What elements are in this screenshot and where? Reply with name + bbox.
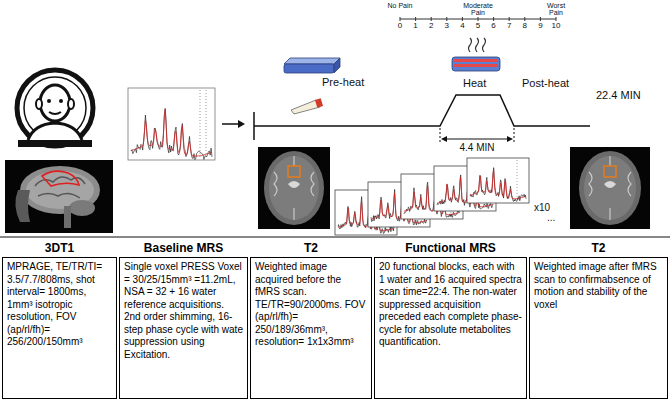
- t2-axial-before: [258, 147, 330, 229]
- divider-line: [0, 236, 670, 237]
- t2-axial-after: [570, 147, 650, 229]
- scale-number: 2: [423, 22, 439, 30]
- column-body: MPRAGE, TE/TR/TI= 3.5/7.7/808ms, shot in…: [2, 257, 117, 399]
- scale-anchor: Moderate Pain: [457, 2, 499, 17]
- duration-label: 22.4 MIN: [596, 90, 641, 102]
- spectrum-frame: [467, 158, 529, 203]
- ellipsis: ...: [547, 213, 555, 224]
- column-heading: Functional MRS: [374, 240, 527, 256]
- cream-tube: [291, 98, 323, 114]
- scale-number: 5: [470, 22, 486, 30]
- pain-scale: [400, 17, 556, 21]
- heat-timeline: [254, 95, 590, 142]
- spectrum-fit: [131, 109, 212, 156]
- sagittal-mri: [5, 160, 113, 233]
- column-body: Weighted image acquired before the fMRS …: [250, 257, 372, 399]
- phase-label: Heat: [463, 78, 486, 90]
- column-heading: Baseline MRS: [119, 240, 248, 256]
- scanner-icon: [17, 70, 93, 147]
- spectrum-trace: [470, 168, 526, 202]
- scale-number: 9: [532, 22, 548, 30]
- column-body: Single voxel PRESS Voxel = 30/25/15mm³ =…: [119, 257, 248, 399]
- protocol-column: T2Weighted image acquired before the fMR…: [250, 240, 372, 399]
- cold-pad: [284, 58, 340, 73]
- column-heading: T2: [250, 240, 372, 256]
- scale-number: 8: [517, 22, 533, 30]
- spectrum-fit: [470, 169, 526, 198]
- column-heading: T2: [529, 240, 668, 256]
- heat-pad: [452, 38, 500, 71]
- scale-number: 6: [486, 22, 502, 30]
- flow-arrow: [222, 120, 245, 128]
- phase-label: Pre-heat: [322, 77, 364, 89]
- column-body: Weighted image after fMRS scan to confir…: [529, 257, 668, 399]
- scale-number: 10: [548, 22, 564, 30]
- column-heading: 3DT1: [2, 240, 117, 256]
- protocol-column: Functional MRS20 functional blocks, each…: [374, 240, 527, 399]
- scale-number: 4: [454, 22, 470, 30]
- scale-number: 7: [501, 22, 517, 30]
- scale-number: 0: [392, 22, 408, 30]
- duration-label: 4.4 MIN: [447, 143, 507, 154]
- scale-number: 1: [408, 22, 424, 30]
- phase-label: Post-heat: [522, 78, 569, 90]
- protocol-column: Baseline MRSSingle voxel PRESS Voxel = 3…: [119, 240, 248, 399]
- protocol-column: T2Weighted image after fMRS scan to conf…: [529, 240, 668, 399]
- scale-anchor: Worst Pain: [541, 2, 571, 17]
- baseline-spectrum: [128, 88, 215, 160]
- scale-anchor: No Pain: [385, 2, 415, 9]
- protocol-column: 3DT1MPRAGE, TE/TR/TI= 3.5/7.7/808ms, sho…: [2, 240, 117, 399]
- functional-spectra: [335, 158, 529, 235]
- repeat-label: x10: [534, 203, 550, 214]
- column-body: 20 functional blocks, each with 1 water …: [374, 257, 527, 399]
- spectrum-trace: [131, 108, 212, 159]
- scale-number: 3: [439, 22, 455, 30]
